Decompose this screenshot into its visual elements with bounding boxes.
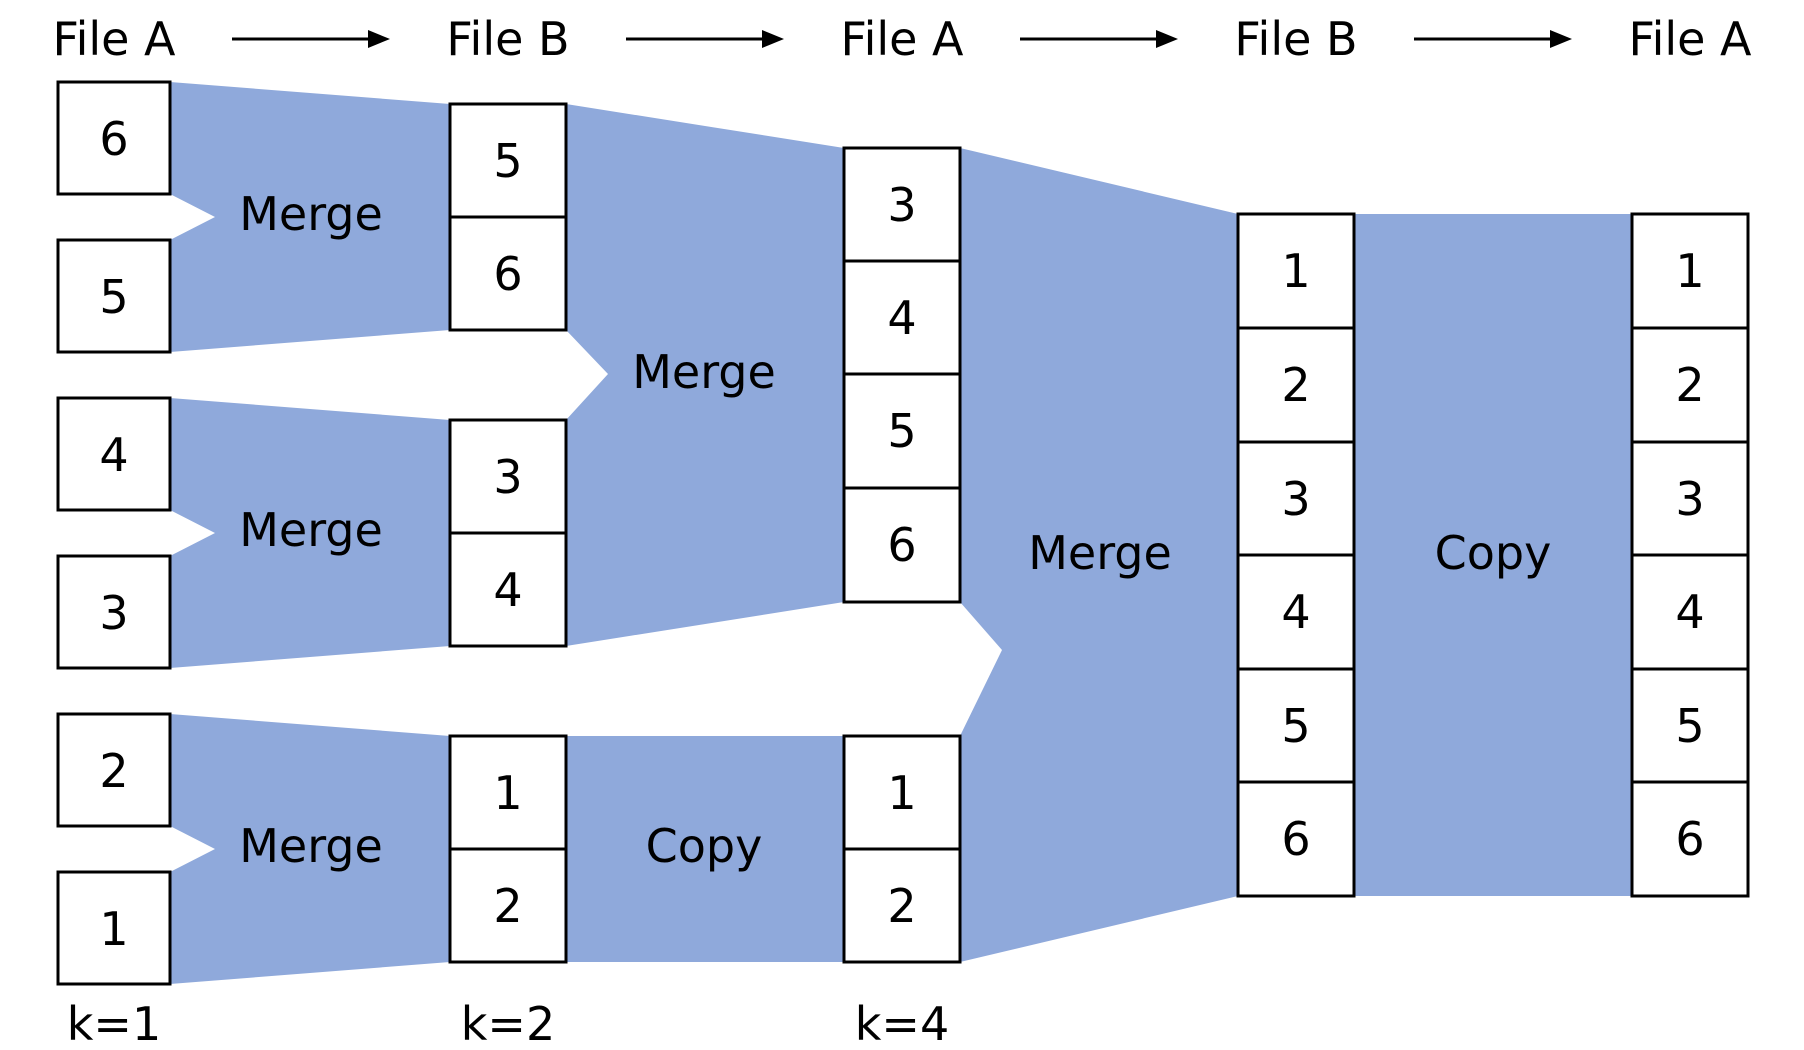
record-value: 3 [99, 586, 128, 640]
flow-band-pass4-copy [1354, 214, 1632, 896]
column-pass4-input: 1 2 3 4 5 6 [1236, 212, 1356, 898]
run-length-label-k2: k=2 [461, 997, 555, 1050]
record-value: 5 [1281, 699, 1310, 753]
arrow-right-icon [1020, 30, 1178, 48]
record-value: 6 [1281, 812, 1310, 866]
record-value: 1 [99, 902, 128, 956]
operation-label-merge: Merge [1028, 526, 1172, 580]
record-value: 2 [99, 744, 128, 798]
record-box: 6 [56, 80, 172, 196]
record-value: 6 [887, 518, 916, 572]
record-value: 4 [1675, 585, 1704, 639]
record-box: 3 [1630, 440, 1750, 557]
header-file-0: File A [52, 12, 176, 66]
record-value: 4 [99, 428, 128, 482]
record-box: 1 [842, 734, 962, 851]
record-box: 4 [56, 396, 172, 512]
flow-band-pass1-pair2 [170, 398, 450, 668]
column-pass1-input: 6 5 4 3 2 1 [56, 80, 172, 986]
flow-bands [170, 82, 1632, 984]
header-file-3: File B [1234, 12, 1357, 66]
header-arrows [232, 30, 1572, 48]
record-value: 4 [493, 563, 522, 617]
record-box: 1 [56, 870, 172, 986]
record-value: 3 [887, 178, 916, 232]
record-value: 1 [493, 766, 522, 820]
record-box: 2 [842, 847, 962, 964]
flow-band-pass2-copy [566, 736, 844, 962]
operation-label-merge: Merge [239, 187, 383, 241]
arrow-right-icon [1414, 30, 1572, 48]
record-box: 6 [842, 486, 962, 604]
operation-label-copy: Copy [646, 819, 763, 873]
record-value: 5 [887, 404, 916, 458]
file-headers: File A File B File A File B File A [52, 12, 1752, 66]
record-box: 6 [1630, 780, 1750, 898]
record-value: 2 [493, 879, 522, 933]
record-value: 3 [493, 450, 522, 504]
record-value: 6 [1675, 812, 1704, 866]
flow-band-pass1-pair1 [170, 82, 450, 352]
column-pass3-input: 3 4 5 6 1 2 [842, 146, 962, 964]
operation-label-merge: Merge [632, 345, 776, 399]
arrow-right-icon [626, 30, 784, 48]
record-box: 5 [842, 372, 962, 490]
record-box: 3 [1236, 440, 1356, 557]
record-value: 6 [493, 247, 522, 301]
record-box: 3 [448, 418, 568, 535]
flow-band-pass2-merge [566, 104, 844, 646]
record-value: 2 [1675, 358, 1704, 412]
record-box: 5 [56, 238, 172, 354]
record-box: 2 [448, 847, 568, 964]
record-value: 1 [1675, 244, 1704, 298]
arrow-right-icon [232, 30, 390, 48]
record-value: 5 [99, 270, 128, 324]
record-box: 2 [1630, 326, 1750, 444]
record-value: 6 [99, 112, 128, 166]
record-box: 4 [448, 531, 568, 648]
record-box: 5 [1630, 667, 1750, 784]
record-box: 3 [56, 554, 172, 670]
run-length-labels: k=1 k=2 k=4 [67, 997, 949, 1050]
run-length-label-k4: k=4 [855, 997, 949, 1050]
record-value: 2 [1281, 358, 1310, 412]
record-value: 3 [1675, 472, 1704, 526]
record-value: 1 [1281, 244, 1310, 298]
record-box: 1 [1630, 212, 1750, 330]
record-box: 2 [56, 712, 172, 828]
record-box: 4 [1630, 553, 1750, 671]
run-length-label-k1: k=1 [67, 997, 161, 1050]
flow-band-pass1-pair3 [170, 714, 450, 984]
header-file-2: File A [840, 12, 964, 66]
record-box: 4 [1236, 553, 1356, 671]
record-box: 1 [1236, 212, 1356, 330]
record-value: 4 [1281, 585, 1310, 639]
operation-label-merge: Merge [239, 503, 383, 557]
operation-label-copy: Copy [1435, 526, 1552, 580]
record-box: 6 [448, 215, 568, 332]
operation-labels: Merge Merge Merge Merge Copy Merge Copy [239, 187, 1551, 873]
record-value: 5 [1675, 699, 1704, 753]
column-pass2-input: 5 6 3 4 1 2 [448, 102, 568, 964]
record-value: 2 [887, 879, 916, 933]
record-box: 4 [842, 259, 962, 376]
operation-label-merge: Merge [239, 819, 383, 873]
record-box: 2 [1236, 326, 1356, 444]
header-file-4: File A [1628, 12, 1752, 66]
record-box: 5 [1236, 667, 1356, 784]
header-file-1: File B [446, 12, 569, 66]
column-final-output: 1 2 3 4 5 6 [1630, 212, 1750, 898]
record-box: 6 [1236, 780, 1356, 898]
record-box: 3 [842, 146, 962, 263]
record-value: 4 [887, 291, 916, 345]
record-box: 5 [448, 102, 568, 219]
record-value: 3 [1281, 472, 1310, 526]
flow-band-pass3-merge [960, 148, 1238, 962]
record-value: 5 [493, 134, 522, 188]
record-box: 1 [448, 734, 568, 851]
record-value: 1 [887, 766, 916, 820]
